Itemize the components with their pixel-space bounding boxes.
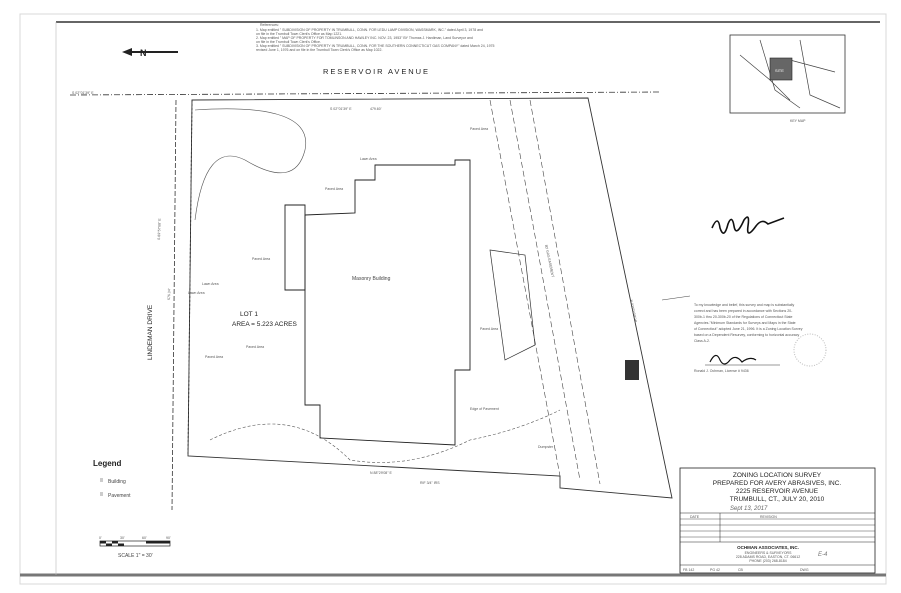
street-label-lindeman: LINDEMAN DRIVE — [147, 304, 154, 360]
svg-text:ZONING LOCATION SURVEY: ZONING LOCATION SURVEY — [733, 472, 822, 479]
svg-text:correct and has been prepared: correct and has been prepared in accorda… — [694, 309, 793, 313]
svg-text:Class A-2.: Class A-2. — [694, 339, 710, 343]
svg-text:REVISION: REVISION — [760, 515, 777, 519]
lawn-edge — [194, 108, 307, 221]
svg-text:576.34': 576.34' — [167, 288, 171, 300]
gas-structure — [489, 249, 536, 361]
svg-text:Paved Area: Paved Area — [470, 127, 488, 131]
svg-text:N 02°01'39" W: N 02°01'39" W — [629, 299, 638, 323]
svg-text:based on a Dependent Resurvey,: based on a Dependent Resurvey, conformin… — [694, 333, 799, 337]
svg-text:TRUMBULL, CT., JULY 20, 2010: TRUMBULL, CT., JULY 20, 2010 — [730, 496, 825, 503]
building-outline — [284, 159, 471, 446]
svg-text:Ronald J. Ochman, License # 94: Ronald J. Ochman, License # 9436 — [694, 369, 749, 373]
svg-text:S 89°57'08" E: S 89°57'08" E — [157, 218, 162, 240]
north-label: N — [140, 48, 147, 58]
svg-text:SCALE 1" = 30': SCALE 1" = 30' — [118, 553, 153, 559]
svg-text:30': 30' — [120, 536, 125, 540]
svg-text:DWG: DWG — [800, 568, 809, 572]
svg-text:Legend: Legend — [93, 459, 122, 468]
svg-text:Edge of Pavement: Edge of Pavement — [470, 407, 499, 411]
svg-text:Paved Area: Paved Area — [480, 327, 498, 331]
property-boundary — [187, 97, 673, 499]
svg-text:References:: References: — [260, 23, 279, 27]
lot-label: LOT 1 — [240, 311, 258, 318]
svg-text:80' GAS EASEMENT: 80' GAS EASEMENT — [544, 244, 555, 278]
svg-text:Lawn Area: Lawn Area — [202, 282, 219, 286]
legend-item-pavement: Pavement — [108, 493, 131, 499]
title-block: ZONING LOCATION SURVEY PREPARED FOR AVER… — [679, 467, 876, 574]
svg-text:2. Map entitled " MAP OF PROPE: 2. Map entitled " MAP OF PROPERTY FOR TO… — [256, 36, 473, 40]
svg-text:E-4: E-4 — [818, 552, 828, 558]
key-map-label: KEY MAP — [790, 119, 806, 123]
svg-text:on file in the Trumbull Town C: on file in the Trumbull Town Clerk's Off… — [256, 40, 321, 44]
svg-text:Paved Area: Paved Area — [325, 187, 343, 191]
svg-text:Agencies-"Minimum Standards fo: Agencies-"Minimum Standards for Surveys … — [694, 321, 796, 325]
svg-text:ENGINEERS & SURVEYORS: ENGINEERS & SURVEYORS — [745, 551, 792, 555]
svg-text:PREPARED FOR AVERY ABRASIVES,: PREPARED FOR AVERY ABRASIVES, INC. — [713, 480, 842, 487]
certification-block: To my knowledge and belief, this survey … — [661, 295, 827, 373]
svg-text:0': 0' — [99, 536, 102, 540]
svg-text:1. Map entitled " SUBDIVISION: 1. Map entitled " SUBDIVISION OF PROPERT… — [256, 28, 483, 32]
svg-text:Paved Area: Paved Area — [246, 345, 264, 349]
svg-text:60': 60' — [142, 536, 147, 540]
svg-text:CB: CB — [738, 568, 744, 572]
svg-text:300b-1 thru 20-300b-20 of the: 300b-1 thru 20-300b-20 of the Regulation… — [694, 315, 793, 319]
svg-text:228 ADAMS ROAD, EASTON, CT. 06: 228 ADAMS ROAD, EASTON, CT. 06612 — [736, 555, 800, 559]
svg-text:FB 142: FB 142 — [683, 568, 694, 572]
svg-text:on file in the Trumbull Town C: on file in the Trumbull Town Clerk's Off… — [256, 32, 342, 36]
building-label: Masonry Building — [352, 276, 391, 282]
svg-text:90': 90' — [166, 536, 171, 540]
svg-text:2225 RESERVOIR AVENUE: 2225 RESERVOIR AVENUE — [736, 488, 819, 495]
legend-item-building: Building — [108, 479, 126, 485]
svg-text:Sept 13, 2017: Sept 13, 2017 — [730, 506, 768, 512]
svg-text:Lawn Area: Lawn Area — [188, 291, 205, 295]
svg-text:of Connecticut" adopted June 2: of Connecticut" adopted June 21, 1996. I… — [694, 327, 803, 331]
svg-text:Paved Area: Paved Area — [205, 355, 223, 359]
area-label: AREA = 5.223 ACRES — [232, 321, 298, 328]
key-map: SITE KEY MAP — [729, 34, 846, 123]
svg-text:Lawn Area: Lawn Area — [360, 157, 377, 161]
svg-text:479.60': 479.60' — [370, 107, 382, 111]
svg-text:Dumpster: Dumpster — [538, 445, 554, 449]
signature-mark — [711, 216, 785, 234]
svg-text:OCHMAN ASSOCIATES, INC.: OCHMAN ASSOCIATES, INC. — [737, 545, 799, 550]
svg-text:PG 42: PG 42 — [710, 568, 720, 572]
svg-text:RIF 3/4" IRS: RIF 3/4" IRS — [420, 481, 440, 485]
svg-text:S 02°01'39" E: S 02°01'39" E — [330, 107, 352, 111]
svg-text:Paved Area: Paved Area — [252, 257, 270, 261]
svg-text:3. Map entitled " SUBDIVISION: 3. Map entitled " SUBDIVISION OF PROPERT… — [256, 44, 494, 48]
transformer-pad — [625, 360, 639, 380]
svg-text:revised June 1, 1976 and on fi: revised June 1, 1976 and on file in the … — [256, 48, 382, 52]
north-arrow-icon: N — [122, 48, 178, 58]
legend: Legend Building Pavement — [93, 459, 131, 499]
svg-text:DATE: DATE — [690, 515, 700, 519]
svg-text:S 02°01'39" E: S 02°01'39" E — [72, 91, 94, 95]
gas-easement — [489, 99, 601, 485]
references-notes: References: 1. Map entitled " SUBDIVISIO… — [256, 23, 494, 52]
surveyor-signature — [709, 354, 757, 365]
svg-text:To my knowledge and belief, th: To my knowledge and belief, this survey … — [694, 303, 794, 307]
scale-bar: 0' 30' 60' 90' SCALE 1" = 30' — [99, 536, 171, 559]
svg-text:PHONE (203) 268-8184: PHONE (203) 268-8184 — [749, 559, 786, 563]
lindeman-centerline — [171, 99, 177, 511]
svg-text:N 88°29'08" E: N 88°29'08" E — [370, 471, 392, 475]
seal-stamp — [793, 333, 827, 367]
svg-text:SITE: SITE — [775, 68, 784, 73]
pavement-edge — [209, 409, 561, 463]
